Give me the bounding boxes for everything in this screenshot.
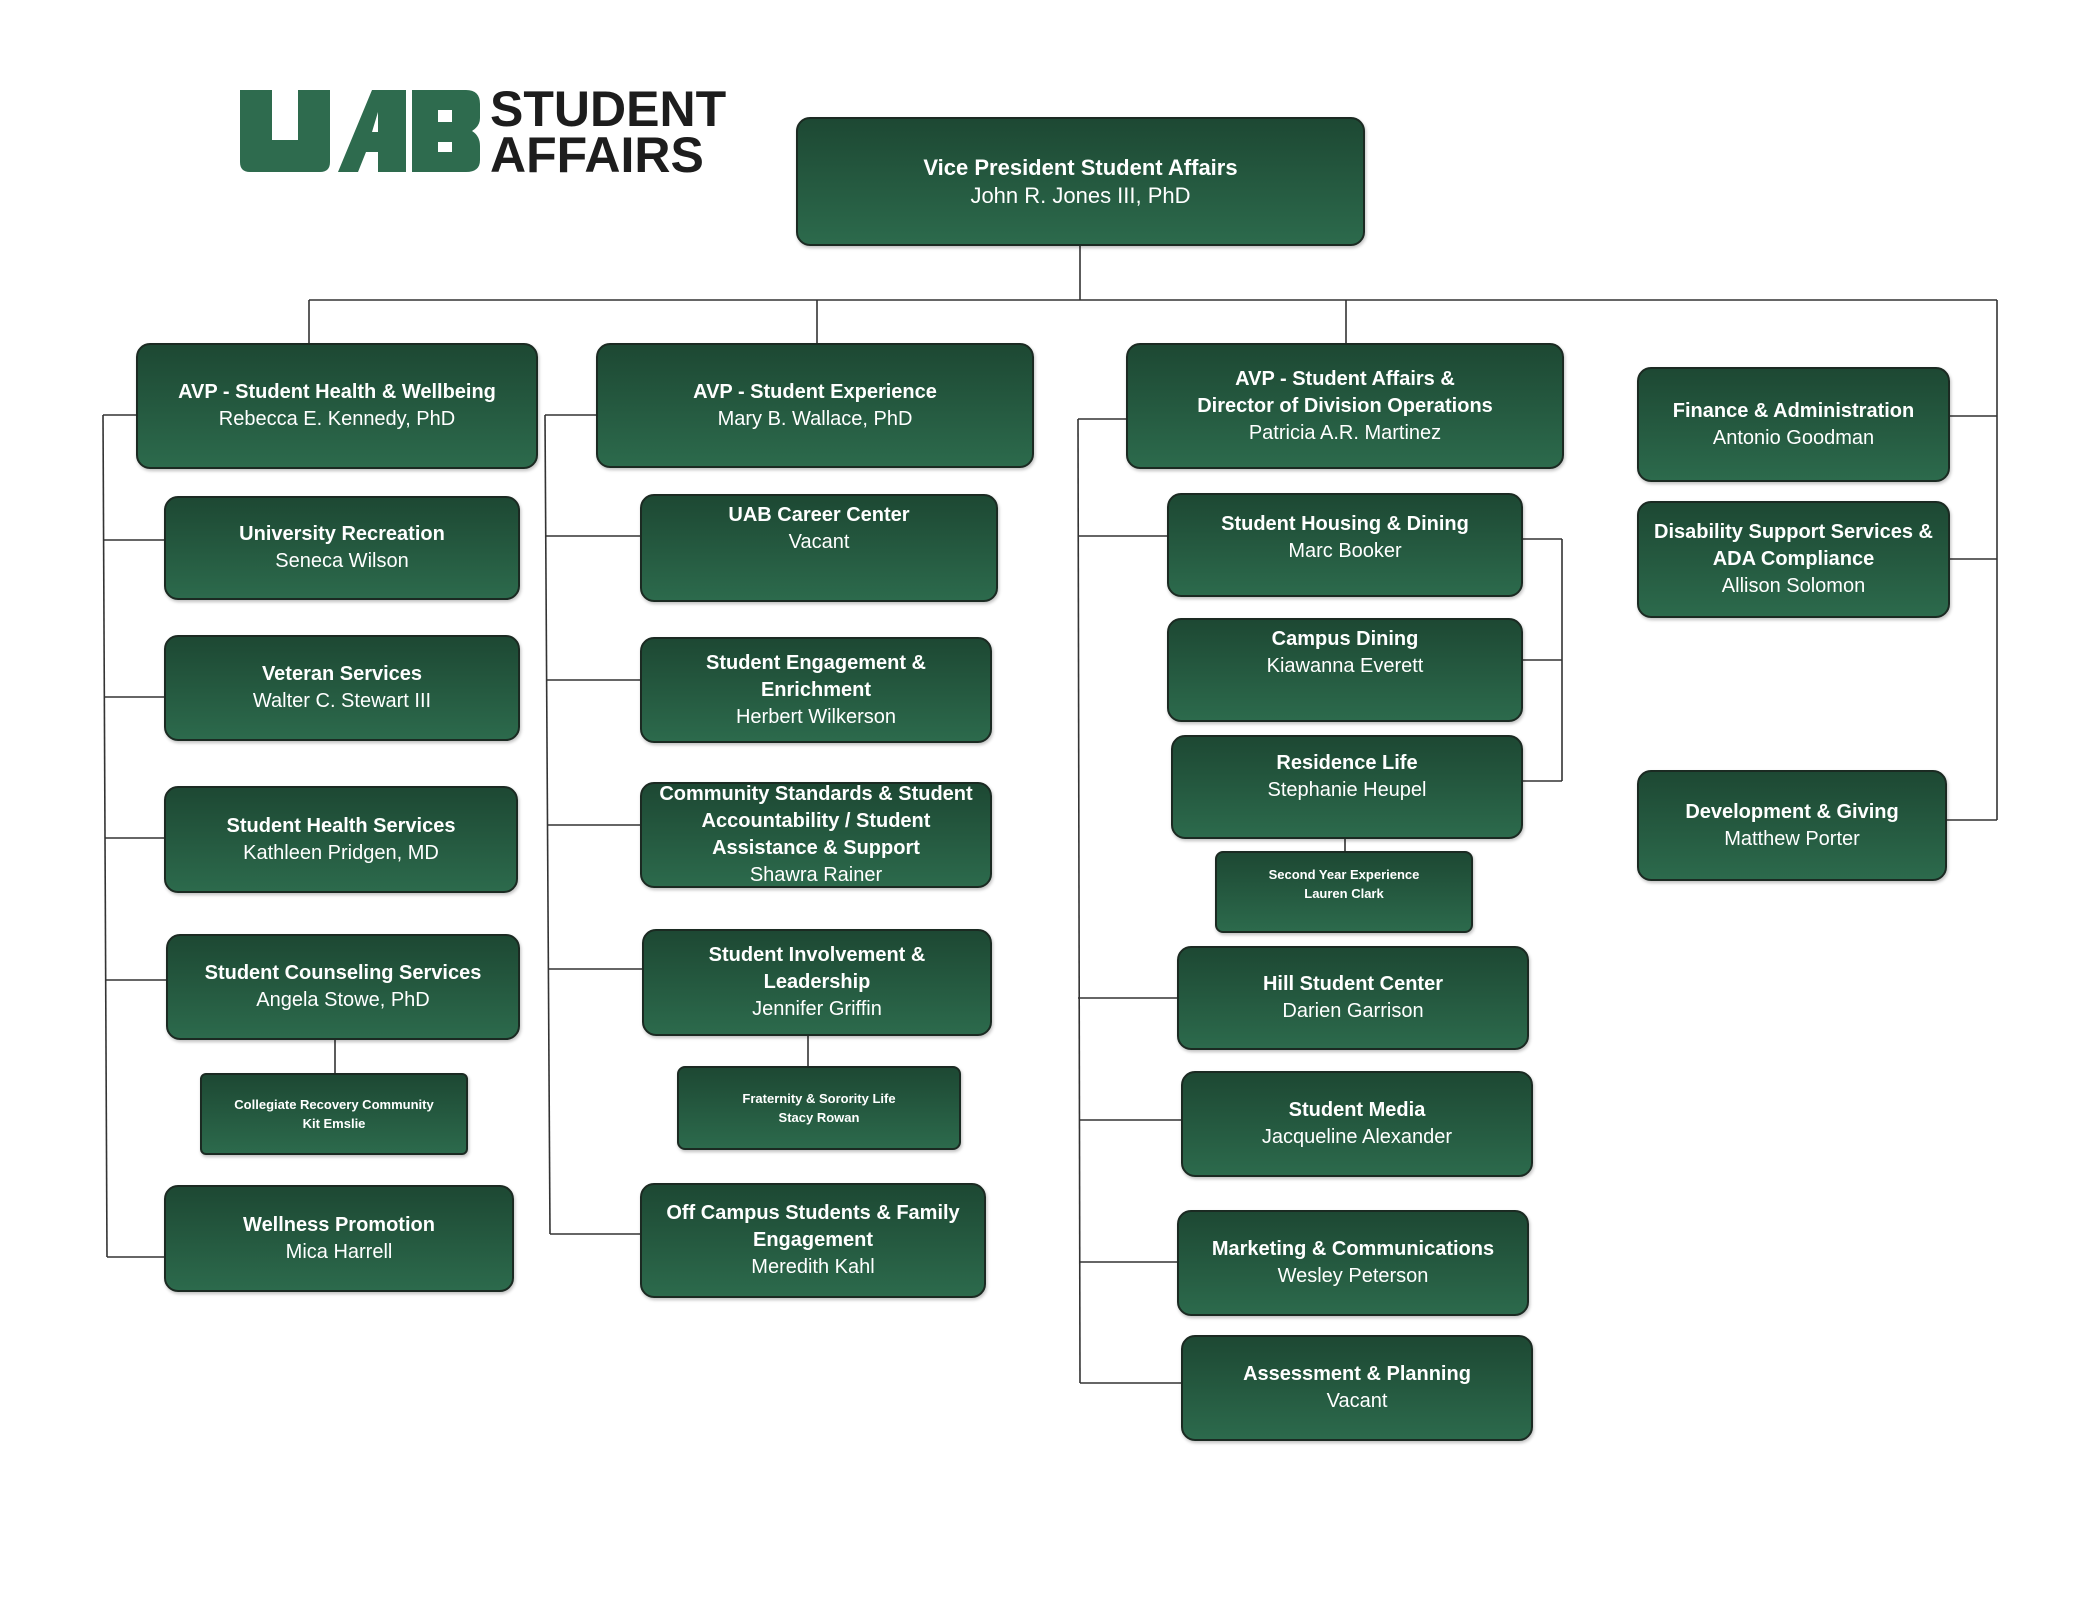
- development-giving-box[interactable]: Development & Giving Matthew Porter: [1637, 770, 1947, 881]
- box-title: Student Counseling Services: [204, 962, 482, 984]
- box-title: Assessment & Planning: [1243, 1363, 1471, 1385]
- box-name: Jacqueline Alexander: [1261, 1126, 1453, 1148]
- box-name: Angela Stowe, PhD: [256, 989, 430, 1011]
- box-title: Wellness Promotion: [243, 1213, 435, 1236]
- box-title: Student Engagement & Enrichment: [705, 651, 926, 701]
- marketing-communications-box[interactable]: Marketing & Communications Wesley Peters…: [1177, 1210, 1529, 1316]
- disability-support-services-box[interactable]: Disability Support Services & ADA Compli…: [1637, 501, 1950, 618]
- box-name: Herbert Wilkerson: [735, 705, 897, 728]
- community-standards-box[interactable]: Community Standards & Student Accountabi…: [640, 782, 992, 888]
- box-title: Campus Dining: [1271, 628, 1419, 650]
- box-title: Marketing & Communications: [1211, 1238, 1495, 1260]
- fraternity-sorority-life-box[interactable]: Fraternity & Sorority Life Stacy Rowan: [677, 1066, 961, 1150]
- student-counseling-services-box[interactable]: Student Counseling Services Angela Stowe…: [166, 934, 520, 1040]
- box-title: Residence Life: [1276, 752, 1418, 774]
- box-name: Lauren Clark: [1304, 886, 1384, 901]
- second-year-experience-box[interactable]: Second Year Experience Lauren Clark: [1215, 851, 1473, 933]
- uab-logo-mark: [240, 90, 480, 172]
- box-name: Kiawanna Everett: [1266, 655, 1424, 677]
- box-name: Darien Garrison: [1282, 1000, 1424, 1022]
- student-involvement-leadership-box[interactable]: Student Involvement & Leadership Jennife…: [642, 929, 992, 1036]
- residence-life-box[interactable]: Residence Life Stephanie Heupel: [1171, 735, 1523, 839]
- box-name: Vacant: [1326, 1390, 1388, 1412]
- box-title: Student Health Services: [226, 814, 456, 837]
- box-title: Off Campus Students & Family Engagement: [666, 1202, 960, 1251]
- logo-line-affairs: AFFAIRS: [490, 127, 704, 183]
- wellness-promotion-box[interactable]: Wellness Promotion Mica Harrell: [164, 1185, 514, 1292]
- box-name: Marc Booker: [1288, 540, 1402, 562]
- logo-line-student: STUDENT: [490, 81, 727, 137]
- avp-health-wellbeing-box[interactable]: AVP - Student Health & Wellbeing Rebecca…: [136, 343, 538, 469]
- campus-dining-box[interactable]: Campus Dining Kiawanna Everett: [1167, 618, 1523, 722]
- box-name: Mary B. Wallace, PhD: [717, 407, 913, 430]
- box-title: Community Standards & Student Accountabi…: [659, 783, 973, 859]
- avp-division-operations-box[interactable]: AVP - Student Affairs & Director of Divi…: [1126, 343, 1564, 469]
- box-name: Allison Solomon: [1721, 575, 1866, 597]
- student-housing-dining-box[interactable]: Student Housing & Dining Marc Booker: [1167, 493, 1523, 597]
- box-title: Second Year Experience: [1268, 867, 1420, 882]
- box-name: Jennifer Griffin: [752, 998, 882, 1020]
- box-name: Rebecca E. Kennedy, PhD: [218, 408, 456, 430]
- collegiate-recovery-community-box[interactable]: Collegiate Recovery Community Kit Emslie: [200, 1073, 468, 1155]
- box-title: Fraternity & Sorority Life: [742, 1091, 896, 1106]
- box-name: Walter C. Stewart III: [252, 690, 432, 712]
- logo-wordmark: STUDENT AFFAIRS: [490, 81, 727, 183]
- box-title: Veteran Services: [261, 663, 423, 685]
- box-name: Mica Harrell: [285, 1240, 393, 1263]
- box-name: Kit Emslie: [302, 1116, 366, 1131]
- box-name: Kathleen Pridgen, MD: [243, 841, 439, 864]
- uab-student-affairs-logo: STUDENT AFFAIRS: [238, 81, 727, 183]
- box-title: Development & Giving: [1685, 800, 1899, 823]
- career-center-box[interactable]: UAB Career Center Vacant: [640, 494, 998, 602]
- box-title: Disability Support Services & ADA Compli…: [1654, 521, 1933, 570]
- box-name: Antonio Goodman: [1712, 426, 1875, 449]
- box-name: Meredith Kahl: [751, 1256, 875, 1278]
- box-name: Patricia A.R. Martinez: [1248, 421, 1442, 444]
- student-engagement-enrichment-box[interactable]: Student Engagement & Enrichment Herbert …: [640, 637, 992, 743]
- box-title: AVP - Student Affairs & Director of Divi…: [1197, 367, 1493, 417]
- finance-administration-box[interactable]: Finance & Administration Antonio Goodman: [1637, 367, 1950, 482]
- box-name: Matthew Porter: [1724, 827, 1860, 850]
- box-title: Student Media: [1288, 1099, 1426, 1121]
- box-title: AVP - Student Experience: [693, 380, 937, 403]
- avp-student-experience-box[interactable]: AVP - Student Experience Mary B. Wallace…: [596, 343, 1034, 468]
- box-title: University Recreation: [239, 523, 445, 545]
- box-title: Collegiate Recovery Community: [234, 1097, 434, 1112]
- university-recreation-box[interactable]: University Recreation Seneca Wilson: [164, 496, 520, 600]
- box-name: John R. Jones III, PhD: [970, 182, 1191, 208]
- box-title: Hill Student Center: [1262, 973, 1443, 995]
- box-name: Seneca Wilson: [275, 550, 409, 572]
- box-name: Shawra Rainer: [749, 864, 883, 886]
- off-campus-students-box[interactable]: Off Campus Students & Family Engagement …: [640, 1183, 986, 1298]
- vp-student-affairs-box[interactable]: Vice President Student Affairs John R. J…: [796, 117, 1365, 246]
- box-name: Stacy Rowan: [778, 1110, 860, 1125]
- box-name: Stephanie Heupel: [1267, 779, 1427, 801]
- box-title: Vice President Student Affairs: [923, 154, 1238, 180]
- assessment-planning-box[interactable]: Assessment & Planning Vacant: [1181, 1335, 1533, 1441]
- hill-student-center-box[interactable]: Hill Student Center Darien Garrison: [1177, 946, 1529, 1050]
- box-name: Wesley Peterson: [1277, 1265, 1429, 1287]
- student-health-services-box[interactable]: Student Health Services Kathleen Pridgen…: [164, 786, 518, 893]
- box-title: Student Involvement & Leadership: [708, 944, 926, 993]
- box-title: AVP - Student Health & Wellbeing: [178, 381, 496, 403]
- veteran-services-box[interactable]: Veteran Services Walter C. Stewart III: [164, 635, 520, 741]
- student-media-box[interactable]: Student Media Jacqueline Alexander: [1181, 1071, 1533, 1177]
- box-title: Student Housing & Dining: [1221, 513, 1469, 535]
- box-title: Finance & Administration: [1672, 399, 1915, 422]
- box-name: Vacant: [788, 531, 850, 553]
- box-title: UAB Career Center: [728, 504, 910, 526]
